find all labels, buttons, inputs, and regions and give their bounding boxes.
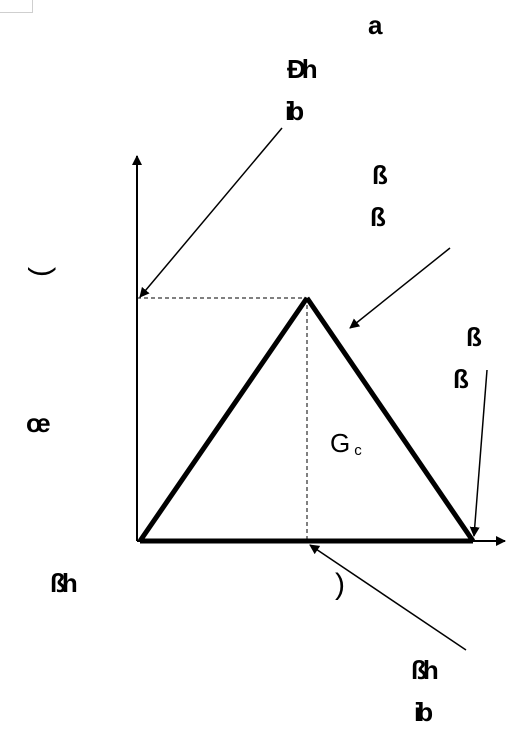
label-left-mid: œ <box>26 408 50 438</box>
label-center-1: ß <box>372 160 388 190</box>
arrow-to-right-vertex <box>469 369 488 537</box>
label-right-2: ß <box>453 364 469 394</box>
label-center-2: ß <box>370 202 386 232</box>
arrow-to-base-mid <box>309 544 467 651</box>
label-top-right: a <box>368 10 383 40</box>
arrow-to-y-peak <box>139 127 283 298</box>
gc-subscript: c <box>354 442 362 459</box>
label-left-paren: ) <box>27 267 60 277</box>
corner-mark <box>0 0 33 13</box>
label-bottom-paren: ) <box>335 568 345 601</box>
label-bottom-right-1: ßh <box>411 655 439 685</box>
label-upper-left-1: Đh <box>287 54 318 84</box>
label-bottom-right-2: ib <box>414 697 433 727</box>
gc-letter: G <box>330 428 351 458</box>
arrow-to-peak-side <box>349 247 451 329</box>
triangle-right-side <box>304 296 476 543</box>
label-left-low: ßh <box>50 568 78 598</box>
triangle-left-side <box>137 296 310 543</box>
label-right-1: ß <box>466 322 482 352</box>
label-upper-left-2: ib <box>285 96 304 126</box>
